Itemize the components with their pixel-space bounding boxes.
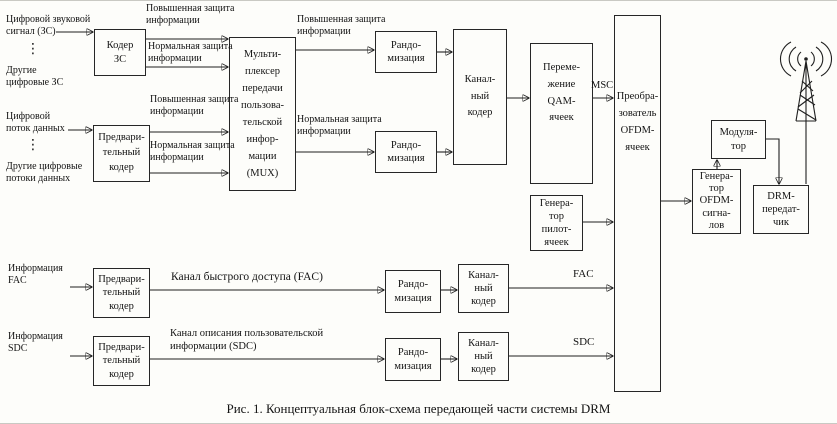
antenna-icon — [779, 41, 833, 122]
block-data-pre-coder: Предвари- тельный кодер — [93, 125, 150, 182]
label-normal-protection-data: Нормальная защита информации — [150, 140, 235, 164]
label-other-data: Другие цифровые потоки данных — [6, 161, 83, 185]
label-sdc: SDC — [573, 336, 595, 348]
block-pilot-cell-generator: Генера- тор пилот- ячеек — [530, 195, 583, 251]
block-fac-pre-coder: Предвари- тельный кодер — [93, 268, 150, 318]
block-channel-coder-sdc: Канал- ный кодер — [458, 332, 509, 381]
block-randomizer-normal: Рандо- мизация — [375, 131, 437, 173]
arrow-modulator-to-transmitter — [766, 138, 779, 184]
label-fac: FAC — [573, 268, 594, 280]
figure-caption: Рис. 1. Концептуальная блок-схема переда… — [226, 401, 611, 416]
label-msc: MSC — [591, 80, 614, 91]
block-qam-cell-interleaver: Переме- жение QAM- ячеек — [530, 43, 593, 184]
block-channel-coder-fac: Канал- ный кодер — [458, 264, 509, 313]
block-randomizer-fac: Рандо- мизация — [385, 270, 441, 313]
block-drm-transmitter: DRM- передат- чик — [753, 185, 809, 234]
block-ofdm-cell-mapper: Преобра- зователь OFDM- ячеек — [614, 15, 661, 392]
label-other-audio: Другие цифровые ЗС — [6, 65, 64, 89]
block-sdc-pre-coder: Предвари- тельный кодер — [93, 336, 150, 386]
block-randomizer-high: Рандо- мизация — [375, 31, 437, 73]
label-sdc-channel: Канал описания пользовательской информац… — [170, 328, 324, 352]
block-audio-coder: Кодер ЗС — [94, 29, 146, 76]
label-enhanced-protection-data: Повышенная защита информации — [150, 94, 239, 118]
label-enhanced-protection-mux: Повышенная защита информации — [297, 14, 386, 38]
label-audio-input: Цифровой звуковой сигнал (ЗС) — [6, 14, 91, 38]
label-enhanced-protection-audio: Повышенная защита информации — [146, 3, 235, 27]
label-data-input: Цифровой поток данных — [6, 111, 65, 135]
block-ofdm-signal-generator: Генера- тор OFDM- сигна- лов — [692, 169, 741, 234]
ellipsis-data-streams: ⋮ — [26, 137, 40, 153]
ellipsis-audio-streams: ⋮ — [26, 41, 40, 57]
label-fac-information: Информация FAC — [8, 263, 63, 287]
label-normal-protection-mux: Нормальная защита информации — [297, 114, 382, 138]
block-modulator: Модуля- тор — [711, 120, 766, 159]
label-fac-channel: Канал быстрого доступа (FAC) — [171, 271, 323, 283]
label-normal-protection-audio: Нормальная защита информации — [148, 41, 233, 65]
block-channel-coder-msc: Канал- ный кодер — [453, 29, 507, 165]
block-mux: Мульти- плексер передачи пользова- тельс… — [229, 37, 296, 191]
block-randomizer-sdc: Рандо- мизация — [385, 338, 441, 381]
label-sdc-information: Информация SDC — [8, 331, 63, 355]
